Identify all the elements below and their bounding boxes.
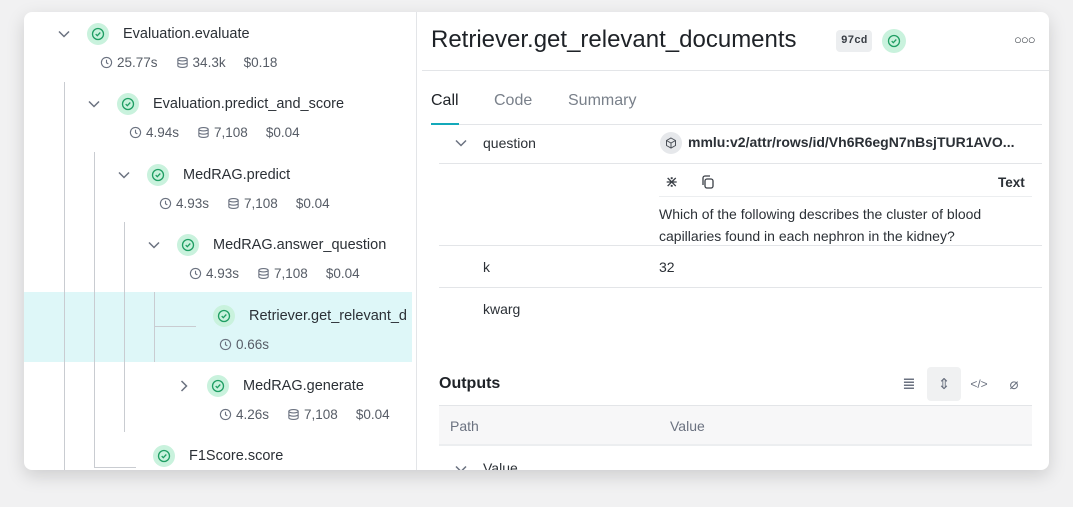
input-key-k: k <box>483 259 490 275</box>
input-value-k: 32 <box>659 259 675 275</box>
node-stats: 4.26s 7,108 $0.04 <box>219 407 390 422</box>
chevron-down-icon[interactable] <box>454 462 468 470</box>
node-label: Evaluation.evaluate <box>123 26 250 42</box>
call-id-badge[interactable]: 97cd <box>836 30 873 52</box>
database-icon <box>197 126 210 139</box>
node-label: F1Score.score <box>189 448 284 464</box>
node-label: Evaluation.predict_and_score <box>153 96 345 112</box>
column-value[interactable]: Value <box>670 418 705 434</box>
success-icon <box>207 375 229 397</box>
outputs-heading: Outputs <box>439 375 501 392</box>
tab-code[interactable]: Code <box>494 92 533 109</box>
selected-row-highlight <box>24 292 412 362</box>
copy-icon[interactable] <box>700 174 716 190</box>
database-icon <box>176 56 189 69</box>
active-tab-indicator <box>431 123 459 125</box>
tab-call[interactable]: Call <box>431 92 459 109</box>
success-icon <box>153 445 175 467</box>
chevron-down-icon[interactable] <box>454 136 468 150</box>
clock-icon <box>159 197 172 210</box>
code-view-icon[interactable]: </> <box>970 377 988 391</box>
trace-tree: Evaluation.evaluate 25.77s 34.3k $0.18 E… <box>24 12 416 470</box>
node-stats: 4.93s 7,108 $0.04 <box>189 266 360 281</box>
question-text: Which of the following describes the clu… <box>659 206 982 244</box>
tree-node-medrag-predict[interactable]: MedRAG.predict <box>117 160 290 190</box>
panel-divider[interactable] <box>416 12 417 470</box>
clock-icon <box>129 126 142 139</box>
tree-node-answer-question[interactable]: MedRAG.answer_question <box>147 230 386 260</box>
node-stats: 4.93s 7,108 $0.04 <box>159 196 330 211</box>
success-icon <box>117 93 139 115</box>
tree-node-medrag-generate[interactable]: MedRAG.generate <box>177 371 364 401</box>
clock-icon <box>219 408 232 421</box>
node-label: MedRAG.predict <box>183 167 291 183</box>
node-stats: 25.77s 34.3k $0.18 <box>100 55 277 70</box>
expand-rows-icon[interactable]: ⇕ <box>927 367 961 401</box>
chevron-down-icon[interactable] <box>57 27 71 41</box>
success-icon <box>213 305 235 327</box>
clock-icon <box>100 56 113 69</box>
success-icon <box>87 23 109 45</box>
tree-node-predict-and-score[interactable]: Evaluation.predict_and_score <box>87 89 344 119</box>
success-icon <box>147 164 169 186</box>
success-icon <box>177 234 199 256</box>
node-stats: 4.94s 7,108 $0.04 <box>129 125 300 140</box>
list-view-icon[interactable]: ≣ <box>902 376 916 393</box>
chevron-down-icon[interactable] <box>87 97 101 111</box>
input-key-question: question <box>483 135 536 151</box>
node-stats: 0.66s <box>219 337 269 352</box>
text-mode-label[interactable]: Text <box>998 175 1025 190</box>
collapse-icon[interactable]: ⋇ <box>665 174 679 191</box>
question-ref-link[interactable]: mmlu:v2/attr/rows/id/Vh6R6egN7nBsjTUR1AV… <box>688 134 1015 150</box>
clock-icon <box>219 338 232 351</box>
clock-icon <box>189 267 202 280</box>
hide-icon[interactable]: ⌀ <box>1009 376 1019 393</box>
chevron-down-icon[interactable] <box>147 238 161 252</box>
chevron-down-icon[interactable] <box>117 168 131 182</box>
tab-summary[interactable]: Summary <box>568 92 637 109</box>
output-row-value: Value <box>483 460 518 470</box>
chevron-right-icon[interactable] <box>177 379 191 393</box>
database-icon <box>287 408 300 421</box>
detail-title: Retriever.get_relevant_documents <box>431 26 797 53</box>
column-path[interactable]: Path <box>450 418 479 434</box>
trace-panel: Evaluation.evaluate 25.77s 34.3k $0.18 E… <box>24 12 1049 470</box>
node-label: MedRAG.answer_question <box>213 237 387 253</box>
node-label: Retriever.get_relevant_d <box>249 308 407 324</box>
input-key-kwarg: kwarg <box>483 301 521 317</box>
node-label: MedRAG.generate <box>243 378 364 394</box>
tree-node-retriever[interactable]: Retriever.get_relevant_d <box>213 301 413 331</box>
database-icon <box>257 267 270 280</box>
success-icon <box>882 29 906 53</box>
object-ref-icon <box>660 132 682 154</box>
more-options-icon[interactable]: ○○○ <box>1014 32 1036 47</box>
outputs-table-header: Path Value <box>439 406 1032 446</box>
database-icon <box>227 197 240 210</box>
tree-node-f1score[interactable]: F1Score.score <box>153 441 283 470</box>
tree-node-evaluation-evaluate[interactable]: Evaluation.evaluate <box>57 19 250 49</box>
